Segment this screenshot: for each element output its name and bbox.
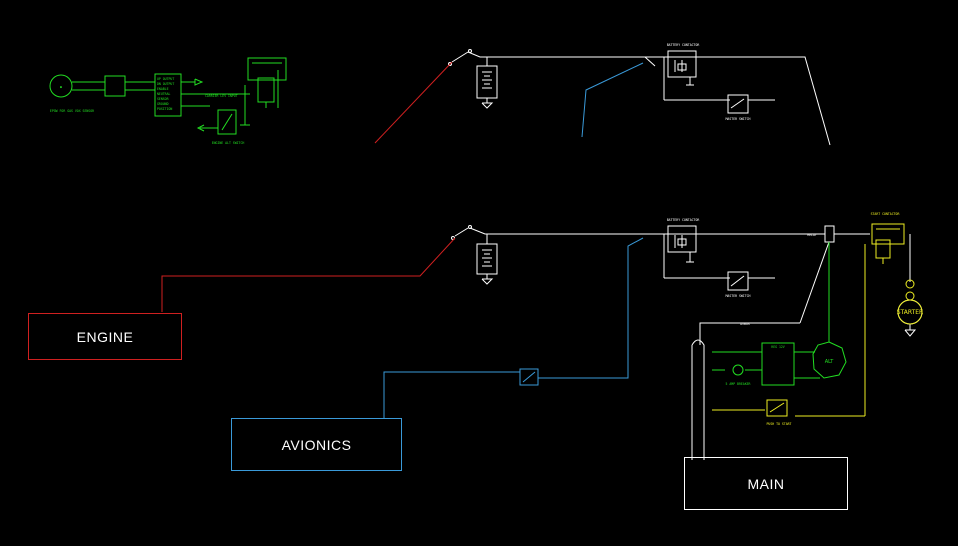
engine-gauge-module <box>49 57 287 135</box>
avionics-wire-b <box>538 237 644 379</box>
starter-label: STARTER <box>897 309 923 316</box>
bottom-circuit <box>451 225 923 460</box>
main-label: MAIN <box>747 475 785 492</box>
alternator-label: ALT <box>825 359 835 365</box>
charging-circuit <box>712 242 847 386</box>
svg-text:●: ● <box>60 85 62 89</box>
battery-contactor-label-bottom: BATTERY CONTACTOR <box>667 218 700 222</box>
battery-contactor-top <box>667 50 697 78</box>
regulator-label: REG 12V <box>771 345 785 349</box>
alternator <box>812 341 847 379</box>
avionics-block: AVIONICS <box>231 418 402 471</box>
battery-contactor-label-top: BATTERY CONTACTOR <box>667 43 700 47</box>
module-row-label: GROUND <box>157 102 169 106</box>
module-row-label: UP OUTPUT <box>157 77 174 81</box>
main-block: MAIN <box>684 457 848 510</box>
starter-contactor-label: START CONTACTOR <box>871 212 900 216</box>
module-row-label: POSITION <box>157 107 172 111</box>
avionics-wire-a <box>383 371 520 418</box>
master-switch-bottom <box>727 271 749 291</box>
battery-top <box>476 65 498 99</box>
engine-block: ENGINE <box>28 313 182 360</box>
module-row-label: DN OUTPUT <box>157 82 174 86</box>
engine-wire-top <box>374 61 453 144</box>
push-to-start-switch <box>766 399 788 417</box>
sensor-icon <box>49 74 73 98</box>
module-row-label: ENABLE <box>157 87 169 91</box>
breaker-icon <box>732 364 744 376</box>
master-switch-label-bottom: MASTER SWITCH <box>726 294 751 298</box>
gauge-alt-switch-label: ENGINE ALT SWITCH <box>212 141 245 145</box>
battery-bottom <box>476 243 498 275</box>
push-start-label: PUSH TO START <box>767 422 792 426</box>
module-row-label: NEUTRAL <box>157 92 171 96</box>
relay <box>824 225 835 243</box>
master-switch-top <box>727 94 749 114</box>
starter-circuit <box>712 223 923 417</box>
top-circuit <box>448 49 831 146</box>
starter-contactor <box>871 223 905 245</box>
regulator <box>761 342 795 386</box>
carrier-input-label: CARRIER LEV INPUT <box>205 94 238 98</box>
sensor-caption: EPGW FOR GAS VOX SENSOR <box>50 109 94 113</box>
avionics-label: AVIONICS <box>281 436 352 453</box>
module-row-label: SENSOR <box>157 97 169 101</box>
breaker-label: 5 AMP BREAKER <box>726 382 751 386</box>
control-module <box>154 73 182 117</box>
relay-label: RELAY <box>807 233 817 237</box>
battery-contactor-bottom <box>667 225 697 253</box>
bus-label: AVBUS <box>740 322 750 326</box>
avionics-wire-top <box>581 62 644 138</box>
engine-label: ENGINE <box>76 328 134 345</box>
master-switch-label-top: MASTER SWITCH <box>726 117 751 121</box>
engine-wire <box>161 237 456 312</box>
avionics-switch <box>519 368 539 386</box>
